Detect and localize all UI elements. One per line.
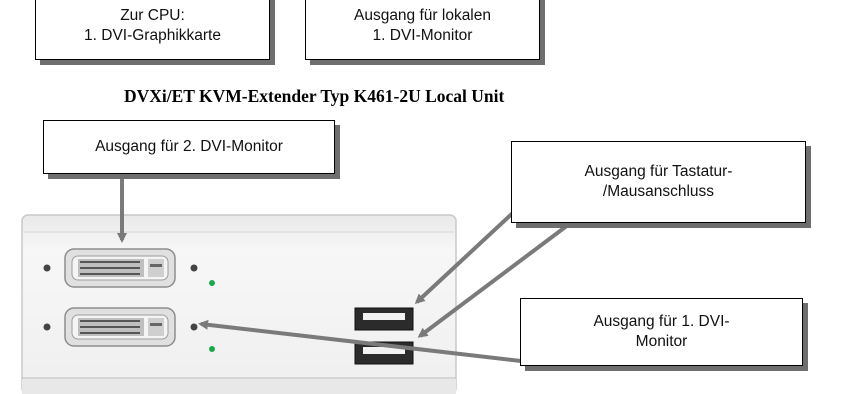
callout-keyboard-mouse-line2: /Mausanschluss: [602, 183, 715, 200]
callout-local-monitor-line2: 1. DVI-Monitor: [372, 27, 473, 44]
callout-cpu: Zur CPU: 1. DVI-Graphikkarte: [35, 0, 270, 60]
callout-monitor1-line2: Monitor: [635, 333, 688, 350]
dvi-port-top: [43, 248, 198, 288]
callout-local-monitor-line1: Ausgang für lokalen: [353, 7, 491, 24]
callout-monitor1-line1: Ausgang für 1. DVI-: [593, 313, 730, 330]
callout-monitor1: Ausgang für 1. DVI- Monitor: [520, 298, 803, 366]
device-front-panel: [21, 214, 457, 394]
callout-local-monitor: Ausgang für lokalen 1. DVI-Monitor: [305, 0, 540, 60]
dvi-port-bottom: [43, 307, 198, 347]
diagram-heading: DVXi/ET KVM-Extender Typ K461-2U Local U…: [124, 86, 505, 106]
callout-monitor2-line1: Ausgang für 2. DVI-Monitor: [95, 138, 283, 155]
arrow-usb-bottom: [417, 214, 582, 338]
callout-keyboard-mouse: Ausgang für Tastatur- /Mausanschluss: [511, 141, 806, 223]
callout-keyboard-mouse-line1: Ausgang für Tastatur-: [584, 163, 733, 180]
usb-port-top: [354, 307, 414, 331]
callout-cpu-line1: Zur CPU:: [120, 7, 185, 24]
callout-cpu-line2: 1. DVI-Graphikkarte: [84, 27, 221, 44]
status-led-bottom: [209, 346, 215, 352]
callout-monitor2: Ausgang für 2. DVI-Monitor: [43, 120, 335, 174]
arrow-monitor1: [198, 319, 522, 363]
status-led-top: [209, 280, 215, 286]
